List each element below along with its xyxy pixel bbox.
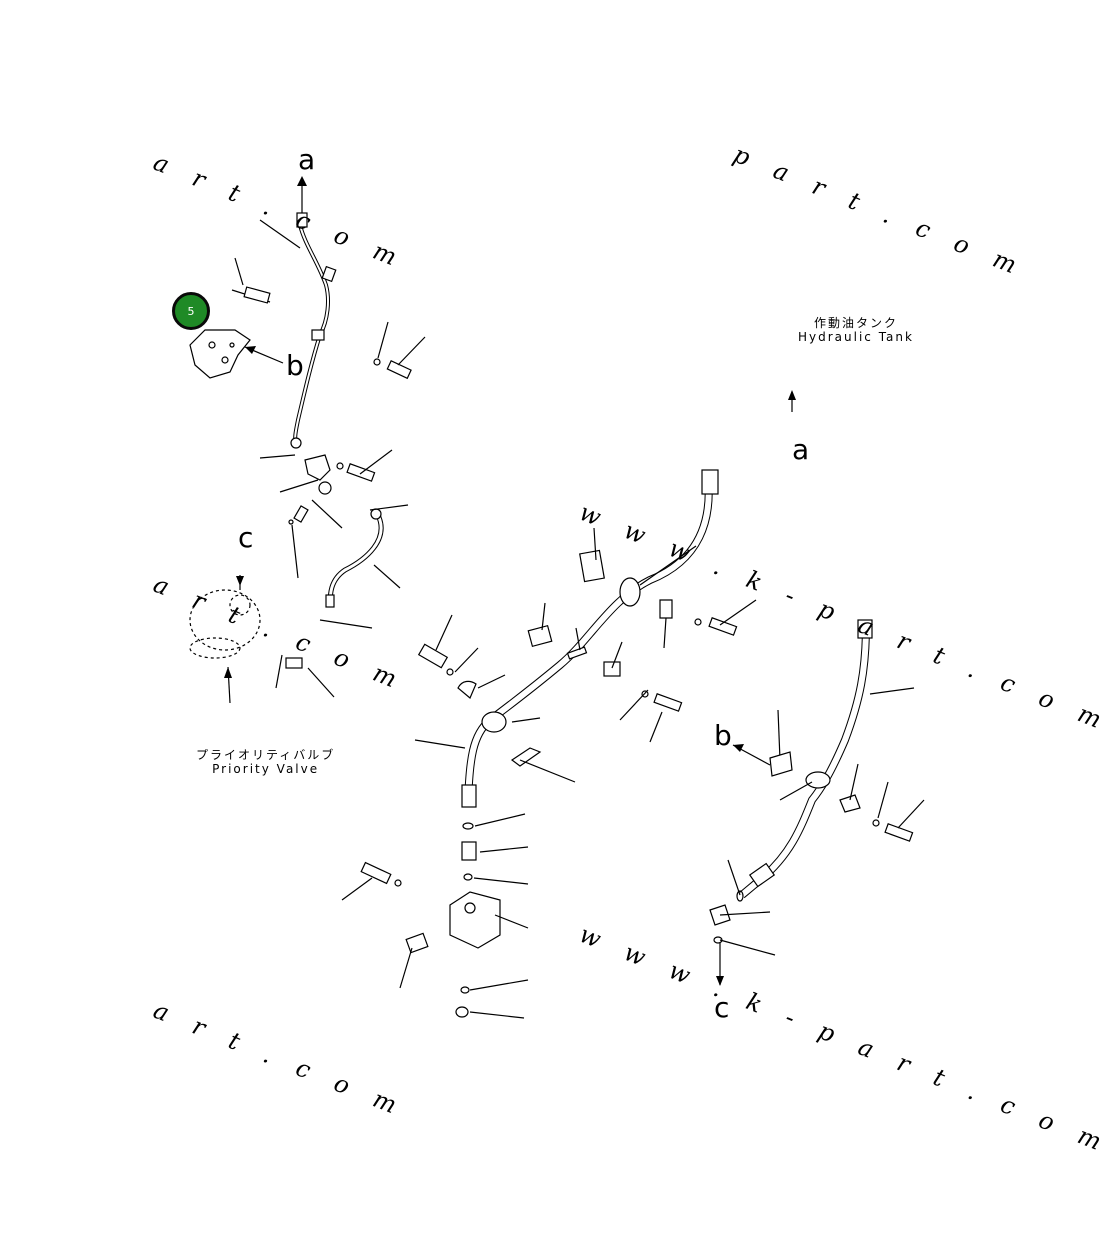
center-fittings bbox=[417, 614, 506, 699]
tank-caption: 作動油タンク Hydraulic Tank bbox=[798, 316, 914, 344]
clip-group bbox=[619, 599, 757, 743]
ref-b-right: b bbox=[714, 719, 732, 752]
bracket-part-5 bbox=[189, 329, 284, 379]
valve-caption-jp: プライオリティバルブ bbox=[196, 748, 336, 762]
tank-arrow bbox=[788, 390, 796, 412]
valve-fittings bbox=[275, 654, 335, 698]
ref-a-top: a bbox=[298, 143, 316, 176]
fitting-cluster bbox=[259, 449, 393, 579]
ref-a-right: a bbox=[792, 433, 810, 466]
central-hose bbox=[414, 469, 719, 808]
tank-caption-en: Hydraulic Tank bbox=[798, 330, 914, 344]
right-hose bbox=[709, 619, 925, 986]
lower-fittings bbox=[341, 813, 529, 1019]
upper-hose bbox=[231, 176, 337, 449]
ref-c-bottom: c bbox=[714, 991, 730, 1024]
tank-caption-jp: 作動油タンク bbox=[813, 316, 898, 330]
ref-c-left: c bbox=[238, 521, 254, 554]
bolt-group-upper bbox=[373, 321, 426, 380]
ref-b-left: b bbox=[286, 349, 304, 382]
priority-valve bbox=[189, 575, 261, 704]
callout-badge-5[interactable]: 5 bbox=[172, 292, 210, 330]
short-hose bbox=[319, 504, 409, 629]
valve-caption-en: Priority Valve bbox=[212, 762, 320, 776]
valve-caption: プライオリティバルブ Priority Valve bbox=[196, 748, 335, 776]
